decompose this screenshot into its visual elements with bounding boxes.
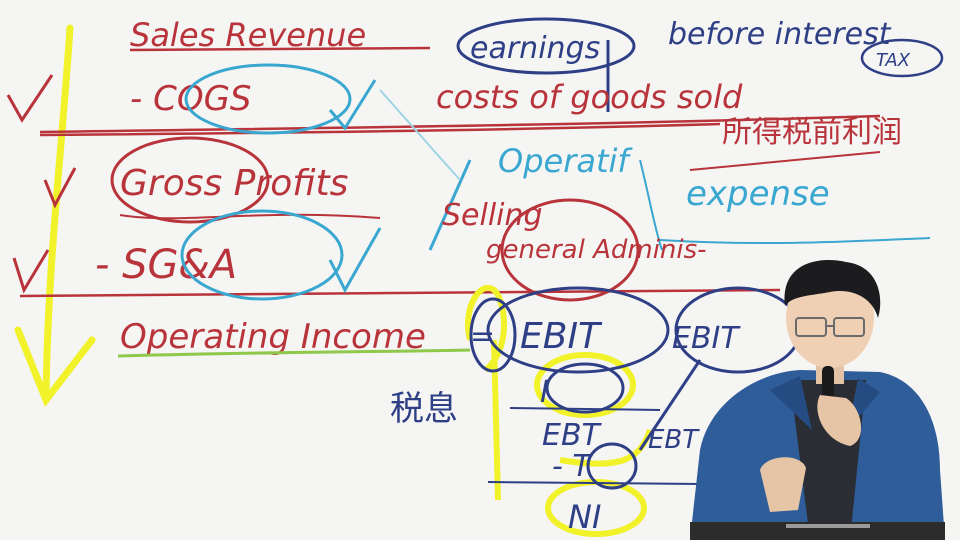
- ink-circle: [456, 17, 636, 75]
- label-tax: TAX: [876, 50, 911, 71]
- label-operating: Operatif: [498, 142, 633, 180]
- label-earnings: earnings: [470, 31, 600, 66]
- ink-stroke: [689, 151, 881, 171]
- presenter-figure: [690, 260, 945, 540]
- label-ni: NI: [568, 498, 601, 536]
- label-general-admin: general Adminis-: [486, 235, 707, 265]
- label-ebt-side: EBT: [648, 425, 700, 455]
- down-arrow-icon: [14, 24, 96, 408]
- label-cost-of-goods-sold: costs of goods sold: [436, 78, 743, 116]
- label-minus-t: - T: [552, 449, 593, 484]
- label-minus-cogs: - COGS: [130, 79, 252, 119]
- ink-circle: [180, 209, 344, 301]
- checkmark-icon: [328, 79, 377, 131]
- ink-circle: [500, 198, 640, 302]
- label-cn-tax-note: 所得税前利润: [722, 115, 902, 150]
- label-before-interest: before interest: [668, 17, 892, 52]
- ink-stroke: [379, 89, 461, 181]
- label-sales-revenue: Sales Revenue: [130, 16, 366, 54]
- ink-circle: [860, 38, 944, 78]
- checkmark-icon: [43, 167, 77, 209]
- desk-laptop: [690, 522, 945, 540]
- ink-circle: [469, 297, 517, 373]
- ink-rule: [19, 46, 881, 298]
- label-interest-i: I: [540, 375, 549, 410]
- label-minus-sga: - SG&A: [95, 242, 237, 288]
- label-ebt: EBT: [542, 418, 603, 453]
- label-gross-profits: Gross Profits: [120, 163, 348, 204]
- ink-circle: [586, 442, 638, 490]
- ink-stroke: [487, 481, 701, 485]
- ink-stroke: [638, 359, 702, 451]
- checkmark-icon: [6, 74, 54, 123]
- checkmark-icon: [328, 227, 382, 294]
- label-cn-tax: 税息: [390, 389, 458, 429]
- label-selling: Selling: [442, 198, 543, 233]
- ink-circle: [545, 362, 625, 414]
- label-expense: expense: [686, 174, 830, 214]
- ink-circle: [110, 136, 270, 224]
- ink-circle: [486, 286, 670, 374]
- label-equals: =: [470, 319, 495, 354]
- ink-stroke: [117, 348, 471, 358]
- ink-stroke: [509, 407, 661, 411]
- ink-stroke: [639, 159, 663, 251]
- ink-stroke: [428, 159, 472, 251]
- ink-circle: [184, 63, 352, 135]
- ink-stroke: [659, 237, 931, 245]
- ink-stroke: [119, 213, 381, 220]
- checkmark-icon: [12, 249, 50, 294]
- label-ebit-left: EBIT: [520, 316, 603, 357]
